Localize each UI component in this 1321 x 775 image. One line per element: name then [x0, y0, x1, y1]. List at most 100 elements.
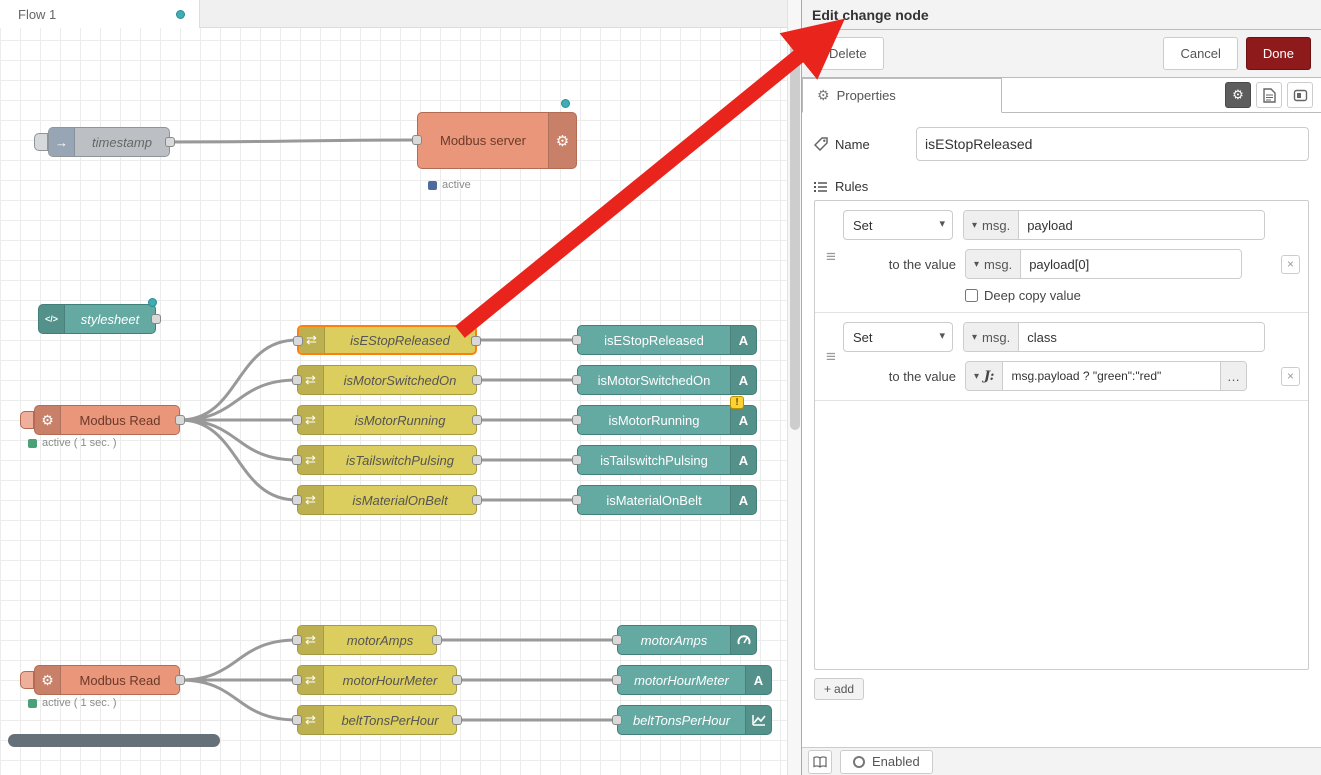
output-port[interactable] [472, 375, 482, 385]
node-ui-motorAmps[interactable]: motorAmps [612, 625, 757, 655]
input-port[interactable] [612, 635, 622, 645]
name-input[interactable] [916, 127, 1309, 161]
gear-icon: ⚙ [1232, 87, 1244, 102]
node-change-isEStopReleased[interactable]: ⇄ isEStopReleased [293, 325, 481, 355]
modbus-gear-icon: ⚙ [35, 406, 61, 434]
wire[interactable] [168, 138, 419, 144]
property-input[interactable] [1019, 211, 1264, 239]
enabled-toggle[interactable]: Enabled [840, 749, 933, 774]
wire[interactable] [178, 338, 299, 422]
property-input[interactable] [1019, 323, 1264, 351]
output-port[interactable] [452, 675, 462, 685]
wire[interactable] [178, 378, 299, 422]
typedinput-type-button[interactable]: ▾ msg. [964, 323, 1020, 351]
node-ui-motorHourMeter[interactable]: motorHourMeter A [612, 665, 772, 695]
node-ui-isTailswitchPulsing[interactable]: isTailswitchPulsing A [572, 445, 757, 475]
input-port[interactable] [572, 495, 582, 505]
tab-properties[interactable]: ⚙ Properties [802, 78, 1002, 113]
input-port[interactable] [292, 635, 302, 645]
node-change-isMotorRunning[interactable]: ⇄ isMotorRunning [292, 405, 482, 435]
output-port[interactable] [472, 495, 482, 505]
done-button[interactable]: Done [1245, 37, 1311, 70]
input-port[interactable] [572, 455, 582, 465]
output-port[interactable] [472, 415, 482, 425]
typedinput-type-button[interactable]: ▾ msg. [964, 211, 1020, 239]
node-change-motorHourMeter[interactable]: ⇄ motorHourMeter [292, 665, 462, 695]
node-change-motorAmps[interactable]: ⇄ motorAmps [292, 625, 442, 655]
node-label: isMotorRunning [354, 412, 446, 428]
typedinput-type-button[interactable]: ▾ J: [966, 362, 1004, 390]
output-port[interactable] [165, 137, 175, 147]
input-port[interactable] [292, 415, 302, 425]
input-port[interactable] [612, 715, 622, 725]
description-button[interactable] [1256, 82, 1282, 108]
value-input[interactable] [1003, 362, 1220, 390]
rule-action-select[interactable]: Set [843, 322, 953, 352]
input-port[interactable] [572, 335, 582, 345]
to-the-value-label: to the value [888, 368, 956, 384]
tray-footer: Enabled [802, 747, 1321, 775]
value-input[interactable] [1021, 250, 1241, 278]
inject-button[interactable] [34, 133, 48, 151]
node-change-isMotorSwitchedOn[interactable]: ⇄ isMotorSwitchedOn [292, 365, 482, 395]
node-modbus-read-1[interactable]: ⚙ Modbus Read [20, 405, 185, 435]
vertical-scrollbar[interactable] [787, 0, 801, 775]
node-change-beltTonsPerHour[interactable]: ⇄ beltTonsPerHour [292, 705, 462, 735]
wire[interactable] [178, 638, 299, 682]
output-port[interactable] [151, 314, 161, 324]
node-button[interactable] [20, 671, 34, 689]
input-port[interactable] [293, 336, 303, 346]
expression-editor-button[interactable]: … [1220, 362, 1246, 390]
cancel-button[interactable]: Cancel [1163, 37, 1238, 70]
input-port[interactable] [572, 375, 582, 385]
rule-action-select[interactable]: Set [843, 210, 953, 240]
input-port[interactable] [292, 375, 302, 385]
output-port[interactable] [175, 675, 185, 685]
node-ui-isMotorRunning[interactable]: isMotorRunning A ! [572, 396, 757, 435]
wire[interactable] [178, 418, 299, 462]
node-ui-beltTonsPerHour[interactable]: beltTonsPerHour [612, 705, 772, 735]
docs-button[interactable] [808, 749, 832, 774]
drag-handle[interactable]: ≡ [826, 246, 836, 266]
output-port[interactable] [432, 635, 442, 645]
add-rule-button[interactable]: + add [814, 678, 865, 700]
input-port[interactable] [572, 415, 582, 425]
input-port[interactable] [292, 715, 302, 725]
node-change-isMaterialOnBelt[interactable]: ⇄ isMaterialOnBelt [292, 485, 482, 515]
scrollbar-thumb[interactable] [790, 30, 800, 430]
drag-handle[interactable]: ≡ [826, 346, 836, 366]
output-port[interactable] [452, 715, 462, 725]
node-modbus-server[interactable]: Modbus server ⚙ [412, 99, 577, 169]
input-port[interactable] [292, 455, 302, 465]
output-port[interactable] [175, 415, 185, 425]
input-port[interactable] [292, 675, 302, 685]
wire[interactable] [178, 418, 299, 502]
flow-canvas[interactable]: → timestamp Modbus server ⚙ active </> s… [0, 0, 787, 775]
horizontal-scrollbar[interactable] [8, 734, 220, 747]
remove-rule-button[interactable]: × [1281, 254, 1300, 274]
input-port[interactable] [412, 135, 422, 145]
node-button[interactable] [20, 411, 34, 429]
node-settings-button[interactable]: ⚙ [1225, 82, 1251, 108]
input-port[interactable] [612, 675, 622, 685]
node-modbus-read-2[interactable]: ⚙ Modbus Read [20, 665, 185, 695]
typedinput-type-button[interactable]: ▾ msg. [966, 250, 1022, 278]
node-ui-isMotorSwitchedOn[interactable]: isMotorSwitchedOn A [572, 365, 757, 395]
tray-title: Edit change node [812, 6, 929, 23]
node-inject-timestamp[interactable]: → timestamp [34, 127, 175, 157]
output-port[interactable] [471, 336, 481, 346]
rule-item-1: ≡ Set ▾ ▾ msg. [815, 201, 1308, 313]
delete-button[interactable]: Delete [812, 37, 884, 70]
tab-flow1[interactable]: Flow 1 [0, 0, 200, 28]
appearance-button[interactable] [1287, 82, 1313, 108]
node-change-isTailswitchPulsing[interactable]: ⇄ isTailswitchPulsing [292, 445, 482, 475]
deep-copy-checkbox[interactable] [965, 289, 978, 302]
remove-rule-button[interactable]: × [1281, 366, 1300, 386]
output-port[interactable] [472, 455, 482, 465]
changed-dot [148, 298, 157, 307]
node-ui-isMaterialOnBelt[interactable]: isMaterialOnBelt A [572, 485, 757, 515]
input-port[interactable] [292, 495, 302, 505]
node-ui-isEStopReleased[interactable]: isEStopReleased A [572, 325, 757, 355]
wire[interactable] [178, 678, 299, 722]
node-stylesheet[interactable]: </> stylesheet [38, 298, 161, 334]
